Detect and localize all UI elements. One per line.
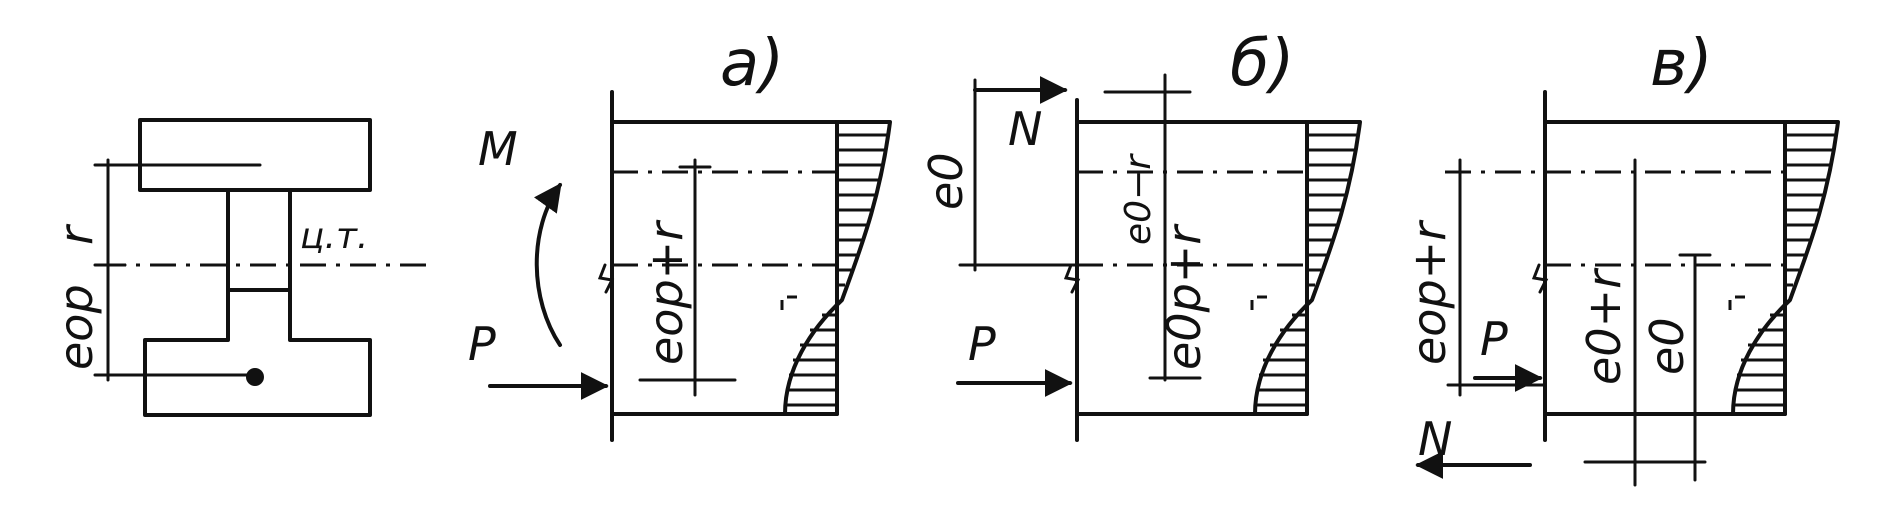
panel-b-title: б) xyxy=(1230,27,1294,101)
web-hatched xyxy=(226,188,292,292)
panel-a-block xyxy=(610,120,839,416)
panel-v-stress-curve xyxy=(1731,120,1840,416)
panel-b: б) N e0 e0−r e0p+r P xyxy=(919,27,1362,442)
top-flange xyxy=(138,118,372,192)
panel-b-e0-minus-r-label: e0−r xyxy=(1118,153,1159,245)
panel-b-dimension-label: e0p+r xyxy=(1157,223,1211,370)
panel-a-M-label: M xyxy=(478,122,518,176)
panel-v-e0-plus-r-label: e0+r xyxy=(1577,267,1631,385)
panel-v-e0-label: e0 xyxy=(1640,317,1694,375)
bottom-flange xyxy=(143,288,372,417)
panel-a-dimension-label: eop+r xyxy=(639,219,693,365)
panel-a-title: a) xyxy=(720,27,784,101)
panel-a-stress-curve xyxy=(783,120,892,416)
panel-b-stress-curve xyxy=(1253,120,1362,416)
t-section-drawing: r eop ц.т. xyxy=(49,118,430,417)
panel-b-P-label: P xyxy=(968,317,996,371)
panel-v-P-label: P xyxy=(1480,312,1508,366)
load-point-dot xyxy=(246,368,264,386)
panel-a: a) eop+r M P xyxy=(468,27,892,442)
panel-b-block xyxy=(1075,120,1309,416)
panel-v-block xyxy=(1543,120,1787,416)
moment-arrow-icon xyxy=(533,182,562,347)
center-of-gravity-label: ц.т. xyxy=(300,216,368,257)
panel-a-P-label: P xyxy=(468,317,496,371)
section-eop-label: eop xyxy=(49,284,103,370)
panel-v-eop-plus-r-label: eop+r xyxy=(1402,219,1456,365)
panel-v-N-label: N xyxy=(1418,412,1452,466)
panel-b-e0-label: e0 xyxy=(919,152,973,210)
panel-b-N-label: N xyxy=(1008,102,1042,156)
panel-v: в) eop+r P N e xyxy=(1402,27,1840,487)
section-r-label: r xyxy=(49,223,103,245)
panel-v-title: в) xyxy=(1650,27,1713,101)
